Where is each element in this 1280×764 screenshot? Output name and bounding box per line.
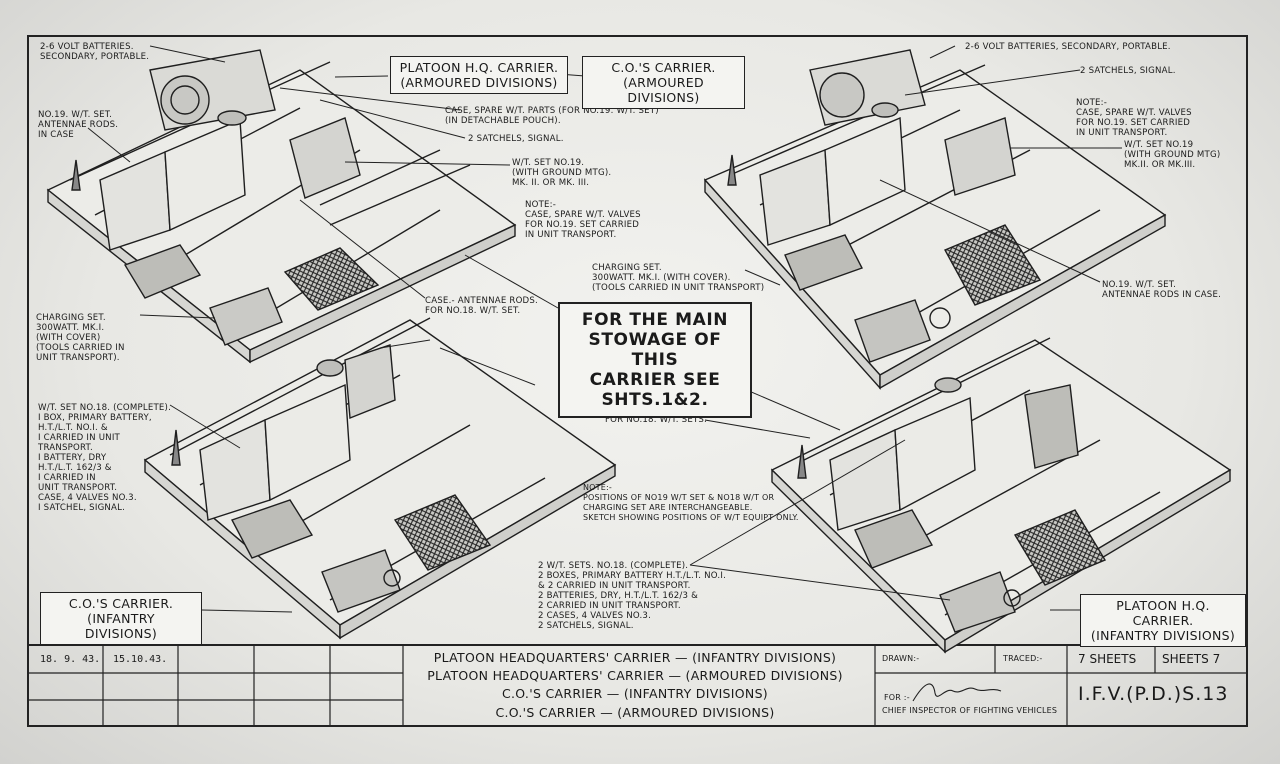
carrier-cos-infantry <box>143 317 617 640</box>
box-platoon-hq-armoured: PLATOON H.Q. CARRIER. (ARMOURED DIVISION… <box>390 56 568 94</box>
drawn-label: DRAWN:- <box>882 654 920 663</box>
box-cos-armoured: C.O.'S CARRIER. (ARMOURED DIVISIONS) <box>582 56 745 109</box>
label-note-spare-valves-left: NOTE:- CASE, SPARE W/T. VALVES FOR No.19… <box>525 200 641 240</box>
for-label: FOR :- <box>884 693 910 702</box>
title-line-4: C.O.'S CARRIER — (ARMOURED DIVISIONS) <box>495 705 775 720</box>
title-line-3: C.O.'S CARRIER — (INFANTRY DIVISIONS) <box>502 686 768 701</box>
label-note-interchangeable: NOTE:- POSITIONS OF No19 W/T SET & No18 … <box>583 483 799 522</box>
label-charging-set-left: CHARGING SET. 300WATT. MK.I. (WITH COVER… <box>36 313 125 363</box>
label-charging-set-center: CHARGING SET. 300WATT. MK.I. (WITH COVER… <box>592 263 765 293</box>
box-platoon-hq-infantry: PLATOON H.Q. CARRIER. (INFANTRY DIVISION… <box>1080 594 1246 647</box>
title-line-2: PLATOON HEADQUARTERS' CARRIER — (ARMOURE… <box>427 668 843 683</box>
label-satchels-right: 2 SATCHELS, SIGNAL. <box>1080 66 1176 76</box>
signature-mark <box>912 683 1002 702</box>
title-line-1: PLATOON HEADQUARTERS' CARRIER — (INFANTR… <box>433 650 837 665</box>
date-drawn: 18. 9. 43. <box>40 654 101 665</box>
title-block-grid <box>28 645 1247 726</box>
label-case-antennae-18: CASE.- ANTENNAE RODS. FOR No.18. W/T. SE… <box>425 296 538 316</box>
label-wt-set19-antennae-right: No.19. W/T. SET. ANTENNAE RODS IN CASE. <box>1102 280 1222 300</box>
label-wt-set19-right: W/T. SET No.19 (WITH GROUND MTG) MK.II. … <box>1124 140 1221 170</box>
drawing-number: I.F.V.(P.D.)S.13 <box>1078 683 1229 705</box>
chief-inspector-label: CHIEF INSPECTOR OF FIGHTING VEHICLES <box>882 706 1058 715</box>
label-wt-set18-complete: W/T. SET No.18. (COMPLETE). I BOX, PRIMA… <box>38 403 172 513</box>
box-cos-infantry: C.O.'S CARRIER. (INFANTRY DIVISIONS) <box>40 592 202 645</box>
leader-lines <box>87 45 1122 613</box>
label-two-wt-sets18: 2 W/T. SETS. No.18. (COMPLETE). 2 BOXES,… <box>538 561 727 631</box>
label-case-spare-wt-parts: CASE, SPARE W/T. PARTS (FOR No.19. W/T. … <box>445 106 659 126</box>
label-wt-set19-antennae-left: No.19. W/T. SET. ANTENNAE RODS. IN CASE <box>38 110 119 140</box>
carrier-platoon-hq-armoured <box>46 49 517 364</box>
label-wt-set19-left: W/T. SET No.19. (WITH GROUND MTG). MK. I… <box>512 158 612 188</box>
label-batteries-left: 2-6 VOLT BATTERIES. SECONDARY, PORTABLE. <box>40 42 150 62</box>
traced-label: TRACED:- <box>1003 654 1043 663</box>
carrier-platoon-hq-infantry <box>770 337 1232 654</box>
carrier-cos-armoured <box>703 49 1167 390</box>
label-batteries-right: 2-6 VOLT BATTERIES, SECONDARY, PORTABLE. <box>965 42 1171 52</box>
sheet-number: SHEETS 7 <box>1162 652 1221 666</box>
date-traced: 15.10.43. <box>113 654 168 665</box>
label-satchels-left: 2 SATCHELS, SIGNAL. <box>468 134 564 144</box>
box-main-stowage-note: FOR THE MAIN STOWAGE OF THIS CARRIER SEE… <box>558 302 752 418</box>
label-note-spare-valves-right: NOTE:- CASE, SPARE W/T. VALVES FOR No.19… <box>1076 98 1192 138</box>
sheet-count: 7 SHEETS <box>1078 652 1137 666</box>
